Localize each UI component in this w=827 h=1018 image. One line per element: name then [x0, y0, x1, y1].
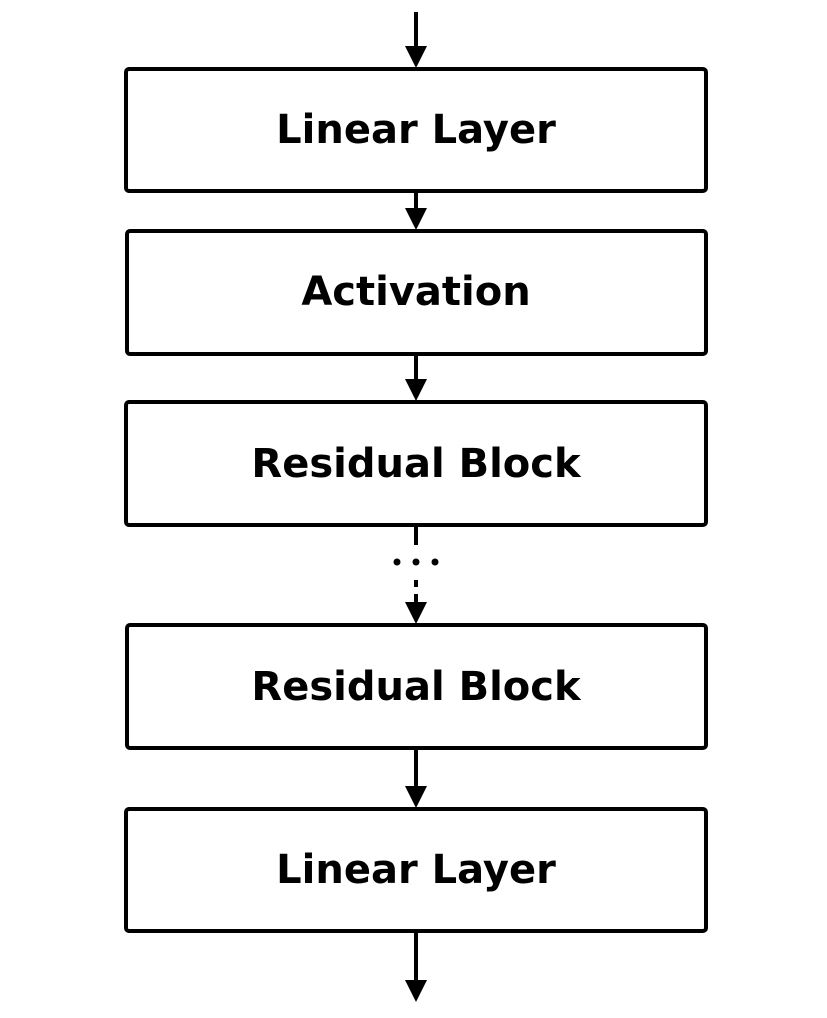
block-residual-block-first-box [124, 400, 708, 527]
block-residual-block-first: Residual Block [124, 400, 708, 527]
ellipsis-dot [393, 558, 401, 566]
block-label: Activation [301, 269, 530, 315]
block-residual-block-last: Residual Block [125, 623, 708, 750]
arrow-residual-to-linear [405, 748, 427, 808]
block-activation: Activation [125, 229, 708, 356]
block-label: Linear Layer [276, 107, 556, 153]
block-linear-layer-bottom: Linear Layer [124, 807, 708, 933]
ellipsis-dot [412, 558, 420, 566]
arrow-residual-repeat-ellipsis [393, 527, 439, 624]
block-label: Linear Layer [276, 847, 556, 893]
arrow-activation-to-residual [405, 354, 427, 401]
block-label: Residual Block [251, 441, 582, 487]
output-arrow [405, 931, 427, 1002]
block-label: Residual Block [251, 664, 582, 710]
ellipsis-dot [431, 558, 439, 566]
block-linear-layer-top: Linear Layer [124, 67, 708, 193]
input-arrow [405, 12, 427, 68]
arrow-linear-to-activation [405, 191, 427, 230]
